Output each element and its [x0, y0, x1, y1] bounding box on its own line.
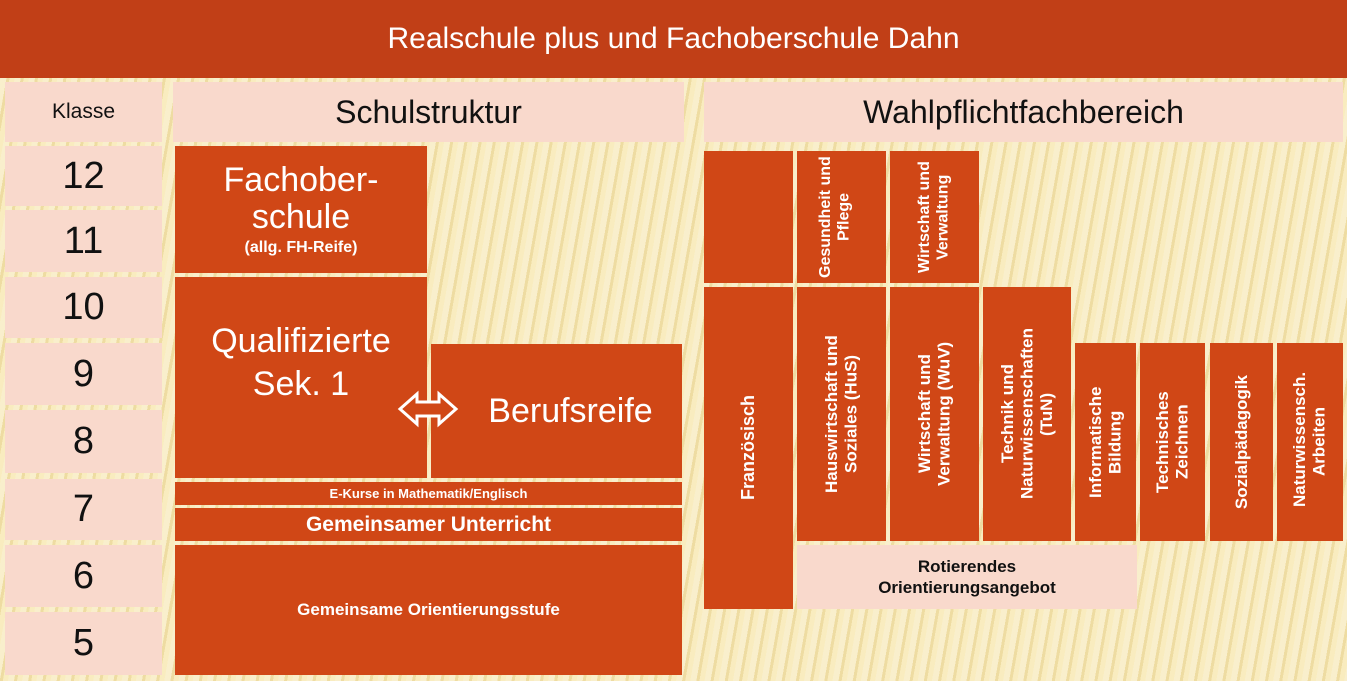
klasse-header: Klasse: [5, 82, 162, 142]
orientierungsstufe-box: Gemeinsame Orientierungsstufe: [175, 545, 682, 675]
wahlpflicht-header: Wahlpflichtfachbereich: [704, 82, 1343, 142]
wuv-label: Wirtschaft und Verwaltung (WuV): [914, 341, 954, 487]
tun-label: Technik und Naturwissenschaften (TuN): [997, 328, 1056, 500]
sozial-label: Sozialpädagogik: [1231, 374, 1251, 510]
franzoesisch-box: Französisch: [704, 287, 793, 609]
gesundheit-label: Gesundheit und Pflege: [816, 156, 852, 278]
wuv-box: Wirtschaft und Verwaltung (WuV): [890, 287, 979, 541]
sozialpaedagogik-box: Sozialpädagogik: [1210, 343, 1273, 541]
naturwiss-label: Naturwissensch. Arbeiten: [1290, 371, 1329, 507]
klasse-row: 10: [5, 277, 162, 338]
hus-box: Hauswirtschaft und Soziales (HuS): [797, 287, 886, 541]
qualifizierte-line2: Sek. 1: [252, 364, 350, 403]
informatik-label: Informatische Bildung: [1085, 386, 1125, 498]
klasse-row: 5: [5, 612, 162, 675]
e-kurse-box: E-Kurse in Mathematik/Englisch: [175, 482, 682, 505]
klasse-row: 11: [5, 210, 162, 272]
klasse-row: 8: [5, 410, 162, 473]
fos-wirtschaft-label: Wirtschaft und Verwaltung: [916, 161, 952, 273]
klasse-row: 6: [5, 545, 162, 607]
fos-wirtschaft-box: Wirtschaft und Verwaltung: [890, 151, 979, 283]
naturwiss-box: Naturwissensch. Arbeiten: [1277, 343, 1343, 541]
tun-box: Technik und Naturwissenschaften (TuN): [983, 287, 1071, 541]
fachoberschule-box: Fachober- schule (allg. FH-Reife): [175, 146, 427, 273]
franzoesisch-top-box: [704, 151, 793, 283]
gesundheit-box: Gesundheit und Pflege: [797, 151, 886, 283]
rotierendes-box: Rotierendes Orientierungsangebot: [797, 545, 1137, 609]
klasse-row: 7: [5, 479, 162, 540]
double-arrow-icon: [397, 390, 459, 428]
klasse-row: 12: [5, 146, 162, 206]
rotierendes-line2: Orientierungsangebot: [878, 578, 1056, 597]
hus-label: Hauswirtschaft und Soziales (HuS): [821, 335, 861, 493]
gemeinsamer-unterricht-box: Gemeinsamer Unterricht: [175, 508, 682, 541]
rotierendes-line1: Rotierendes: [917, 556, 1017, 576]
berufsreife-box: Berufsreife: [431, 344, 682, 478]
fachoberschule-sub: (allg. FH-Reife): [244, 239, 358, 257]
schulstruktur-header: Schulstruktur: [173, 82, 684, 142]
fachoberschule-line2: schule: [251, 198, 351, 236]
technisches-zeichnen-box: Technisches Zeichnen: [1140, 343, 1205, 541]
page-title: Realschule plus und Fachoberschule Dahn: [0, 0, 1347, 78]
qualifizierte-line1: Qualifizierte: [211, 322, 391, 360]
informatik-box: Informatische Bildung: [1075, 343, 1136, 541]
technisches-label: Technisches Zeichnen: [1152, 391, 1192, 493]
franzoesisch-label: Französisch: [738, 395, 759, 501]
qualifizierte-sek1-box: Qualifizierte Sek. 1: [175, 277, 427, 478]
fachoberschule-line1: Fachober-: [223, 160, 379, 199]
klasse-row: 9: [5, 343, 162, 405]
